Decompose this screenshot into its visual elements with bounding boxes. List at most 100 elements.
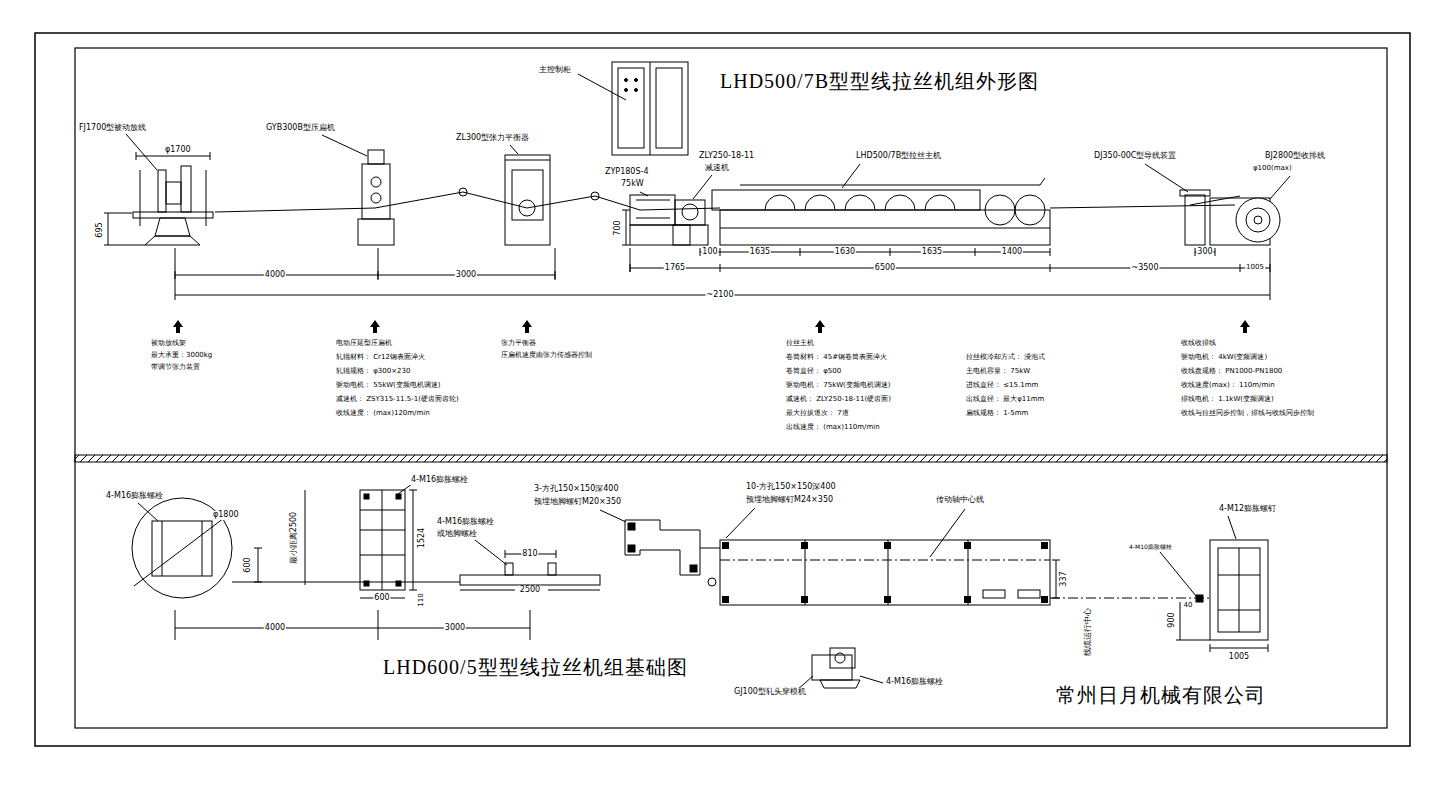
drawing-line bbox=[254, 582, 262, 583]
drawing-circle bbox=[519, 200, 535, 216]
callout-label: 驱动电机： 55kW(变频电机调速) bbox=[335, 382, 442, 390]
drawing-path bbox=[885, 195, 915, 210]
drawing-rect bbox=[628, 523, 635, 530]
drawing-line bbox=[1160, 552, 1196, 596]
drawing-line bbox=[968, 540, 969, 605]
drawing-line bbox=[630, 248, 631, 272]
callout-label: 减速机： ZLY250-18-11(硬齿面) bbox=[785, 396, 892, 404]
callout-label: 电动压延型压扁机 bbox=[335, 340, 393, 348]
drawing-line bbox=[622, 245, 630, 246]
drawing-line bbox=[1218, 575, 1260, 576]
callout-label: 轧辊材料： Cr12钢表面淬火 bbox=[335, 354, 426, 362]
drawing-rect bbox=[512, 170, 543, 220]
drawing-line bbox=[126, 134, 157, 170]
drawing-line bbox=[510, 145, 518, 154]
callout-label: 收线速度： (max)120m/min bbox=[335, 410, 431, 418]
dimension-label: 600 bbox=[373, 594, 390, 603]
callout-label: 4-M16膨胀螺栓 bbox=[436, 518, 495, 527]
drawing-rect bbox=[1196, 595, 1203, 602]
drawing-rect bbox=[548, 563, 556, 575]
dimension-label: 1005 bbox=[1245, 264, 1265, 272]
drawing-rect bbox=[1180, 190, 1210, 196]
callout-label: 驱动电机： 75kW(变频电机调速) bbox=[785, 382, 892, 390]
drawing-line bbox=[842, 164, 860, 188]
drawing-rect bbox=[1210, 540, 1268, 640]
callout-label: 收线收排线 bbox=[1180, 340, 1217, 348]
drawing-line bbox=[505, 160, 550, 161]
callout-label: φ1800 bbox=[212, 511, 240, 520]
drawing-rect bbox=[830, 648, 855, 668]
drawing-rect bbox=[964, 596, 971, 603]
drawing-line bbox=[530, 610, 531, 640]
drawing-line bbox=[1050, 264, 1051, 272]
drawing-line bbox=[409, 590, 417, 591]
callout-label: FJ1700型被动放线 bbox=[78, 124, 147, 133]
drawing-rect bbox=[690, 565, 697, 572]
drawing-line bbox=[210, 152, 211, 160]
callout-label: 收线与拉丝同步控制，排线与收线同步控制 bbox=[1180, 410, 1315, 418]
drawing-line bbox=[975, 248, 976, 256]
drawing-rect bbox=[656, 68, 682, 148]
drawing-line bbox=[398, 484, 412, 494]
drawing-line bbox=[626, 210, 627, 245]
drawing-rect bbox=[630, 195, 675, 225]
dimension-label: 337 bbox=[1060, 570, 1069, 587]
drawing-rect bbox=[618, 68, 644, 148]
drawing-rect bbox=[801, 596, 808, 603]
callout-label: 被动放线架 bbox=[150, 340, 187, 348]
drawing-line bbox=[1176, 640, 1210, 641]
drawing-line bbox=[930, 509, 965, 557]
drawing-line bbox=[134, 512, 232, 586]
drawing-line bbox=[720, 248, 721, 256]
drawing-circle bbox=[708, 578, 716, 586]
drawing-rect bbox=[964, 542, 971, 549]
drawing-line bbox=[108, 213, 109, 245]
callout-label: 主电机容量： 75kW bbox=[965, 368, 1031, 376]
drawing-line bbox=[888, 540, 889, 605]
drawing-rect bbox=[396, 494, 401, 499]
callout-label: 张力平衡器 bbox=[500, 340, 537, 348]
callout-label: 带调节张力装置 bbox=[150, 364, 201, 372]
drawing-line bbox=[578, 74, 626, 100]
drawing-path bbox=[625, 520, 700, 575]
drawing-path bbox=[765, 195, 795, 210]
drawing-rect bbox=[133, 212, 213, 218]
drawing-path bbox=[370, 320, 380, 333]
drawing-circle bbox=[625, 79, 628, 82]
drawing-rect bbox=[801, 542, 808, 549]
dimension-label: 1635 bbox=[749, 248, 771, 257]
callout-label: ZYP180S-4 bbox=[604, 168, 650, 177]
drawing-circle bbox=[371, 193, 381, 203]
callout-label: 10-方孔150×150深400 bbox=[745, 483, 837, 492]
drawing-circle bbox=[635, 89, 638, 92]
drawing-rect bbox=[364, 581, 369, 586]
callout-label: 预埋地脚螺钉M20×350 bbox=[533, 498, 622, 507]
drawing-rect bbox=[673, 225, 708, 245]
callout-label: ZL300型张力平衡器 bbox=[455, 134, 530, 143]
drawing-line bbox=[1040, 178, 1045, 185]
callout-label: 卷筒材料： 45#钢卷筒表面淬火 bbox=[785, 354, 888, 362]
drawing-line bbox=[726, 508, 755, 538]
callout-label: 4-M10膨胀螺栓 bbox=[1128, 544, 1173, 551]
drawing-line bbox=[693, 175, 712, 199]
dimension-label: 2500 bbox=[519, 586, 541, 595]
drawing-line bbox=[136, 152, 137, 160]
callout-label: 排线电机： 1.1kW(变频调速) bbox=[1180, 396, 1275, 404]
drawing-rect bbox=[675, 200, 705, 225]
drawing-line bbox=[162, 521, 163, 576]
drawing-rect bbox=[884, 542, 891, 549]
drawing-line bbox=[636, 218, 670, 219]
drawing-line bbox=[860, 676, 883, 683]
drawing-rect bbox=[360, 490, 405, 590]
drawing-line bbox=[1210, 644, 1211, 652]
drawing-line bbox=[650, 62, 651, 155]
drawing-line bbox=[104, 245, 145, 246]
drawing-path bbox=[1240, 320, 1250, 333]
drawing-line bbox=[505, 550, 506, 558]
drawing-path bbox=[815, 320, 825, 333]
drawing-line bbox=[1240, 264, 1241, 272]
drawing-line bbox=[378, 610, 379, 640]
callout-label: 卷筒直径： φ500 bbox=[785, 368, 842, 376]
drawing-rect bbox=[362, 164, 390, 219]
dimension-label: 1524 bbox=[418, 527, 427, 549]
